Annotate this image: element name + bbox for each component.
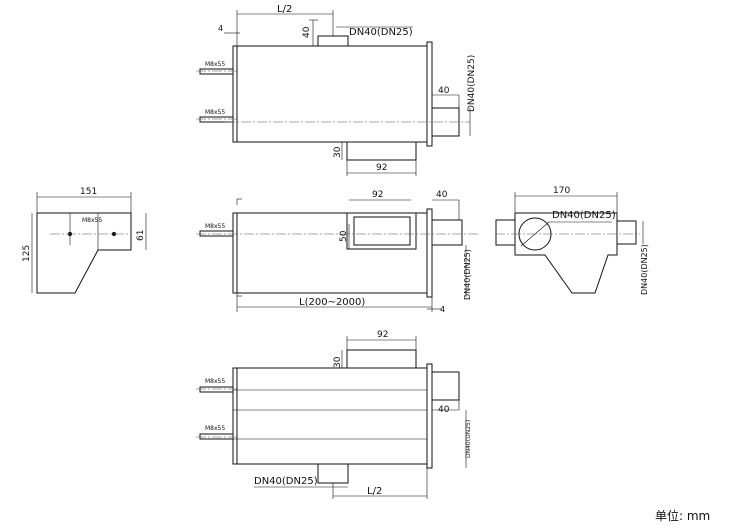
top-flange [426, 41, 433, 147]
bottom-flange [426, 363, 433, 469]
bottom-dim-ninety-two: 92 [377, 330, 388, 340]
top-dim-half-length: L/2 [277, 4, 292, 15]
top-body [232, 45, 428, 143]
left-end-outline [36, 212, 132, 294]
bottom-dim-forty: 40 [438, 405, 450, 415]
top-inlet-nozzle [317, 35, 349, 47]
left-end-view: 151 125 61 M8x55 [22, 187, 147, 294]
unit-label: 单位: mm [655, 508, 710, 523]
mid-body [232, 212, 428, 294]
left-dim-one-twenty-five: 125 [22, 245, 32, 262]
left-thread-spec: M8x55 [82, 217, 102, 224]
mid-dim-length-range: L(200~2000) [299, 297, 365, 308]
top-dim-ninety-two: 92 [376, 163, 387, 173]
left-dim-sixty-one: 61 [136, 230, 146, 241]
right-outlet-spec: DN40(DN25) [640, 244, 649, 295]
right-end-outline [514, 212, 618, 294]
bottom-view: 92 30 40 DN40(DN25) DN40(DN25) L/2 M8x55… [196, 330, 472, 499]
bottom-dim-thirty: 30 [333, 356, 343, 368]
bottom-thread-lower: M8x55 [205, 425, 225, 432]
bottom-thread-upper: M8x55 [205, 378, 225, 385]
top-dim-forty-vertical: 40 [302, 26, 312, 38]
mid-flange [426, 208, 433, 298]
top-bolt-lower [199, 116, 234, 123]
right-end-view: 170 DN40(DN25) DN40(DN25) [495, 186, 649, 295]
mid-dim-fifty: 50 [339, 230, 349, 242]
right-inlet-spec: DN40(DN25) [552, 210, 616, 221]
bottom-top-box [346, 349, 417, 369]
top-inlet-spec: DN40(DN25) [349, 27, 413, 38]
top-thread-upper: M8x55 [205, 61, 225, 68]
right-outlet-pipe [495, 219, 516, 246]
mid-dim-ninety-two: 92 [372, 190, 383, 200]
bottom-inlet-nozzle [317, 463, 349, 484]
right-outlet-stub [616, 220, 637, 245]
bottom-bolt-upper [199, 386, 234, 393]
bottom-outlet-spec: DN40(DN25) [465, 420, 472, 458]
top-view: L/2 4 40 DN40(DN25) 40 DN40(DN25) 30 92 … [196, 4, 477, 176]
bottom-inlet-spec: DN40(DN25) [254, 476, 318, 487]
top-bolt-upper [199, 68, 234, 75]
top-bottom-box [346, 141, 417, 161]
left-dim-one-fifty-one: 151 [80, 187, 97, 197]
middle-view: 92 50 40 DN40(DN25) L(200~2000) 4 M8x55 [196, 190, 478, 314]
mid-outlet-pipe [431, 219, 463, 246]
top-dim-thirty: 30 [333, 146, 343, 158]
top-thread-lower: M8x55 [205, 109, 225, 116]
mid-thread-spec: M8x55 [205, 223, 225, 230]
bottom-body [232, 367, 428, 465]
mid-dim-four: 4 [440, 305, 445, 314]
right-dim-one-seventy: 170 [553, 186, 570, 196]
top-dim-forty-horizontal: 40 [438, 86, 450, 96]
mid-dim-forty: 40 [436, 190, 448, 200]
mid-outlet-spec: DN40(DN25) [463, 249, 472, 300]
mid-window [346, 212, 417, 250]
mid-bolt [199, 230, 234, 237]
mid-window-inner [353, 216, 411, 246]
bottom-outlet-pipe [431, 371, 460, 401]
top-outlet-spec: DN40(DN25) [467, 55, 477, 112]
bottom-dim-half-length: L/2 [367, 486, 382, 497]
bottom-bolt-lower [199, 433, 234, 440]
top-dim-four: 4 [218, 24, 223, 33]
